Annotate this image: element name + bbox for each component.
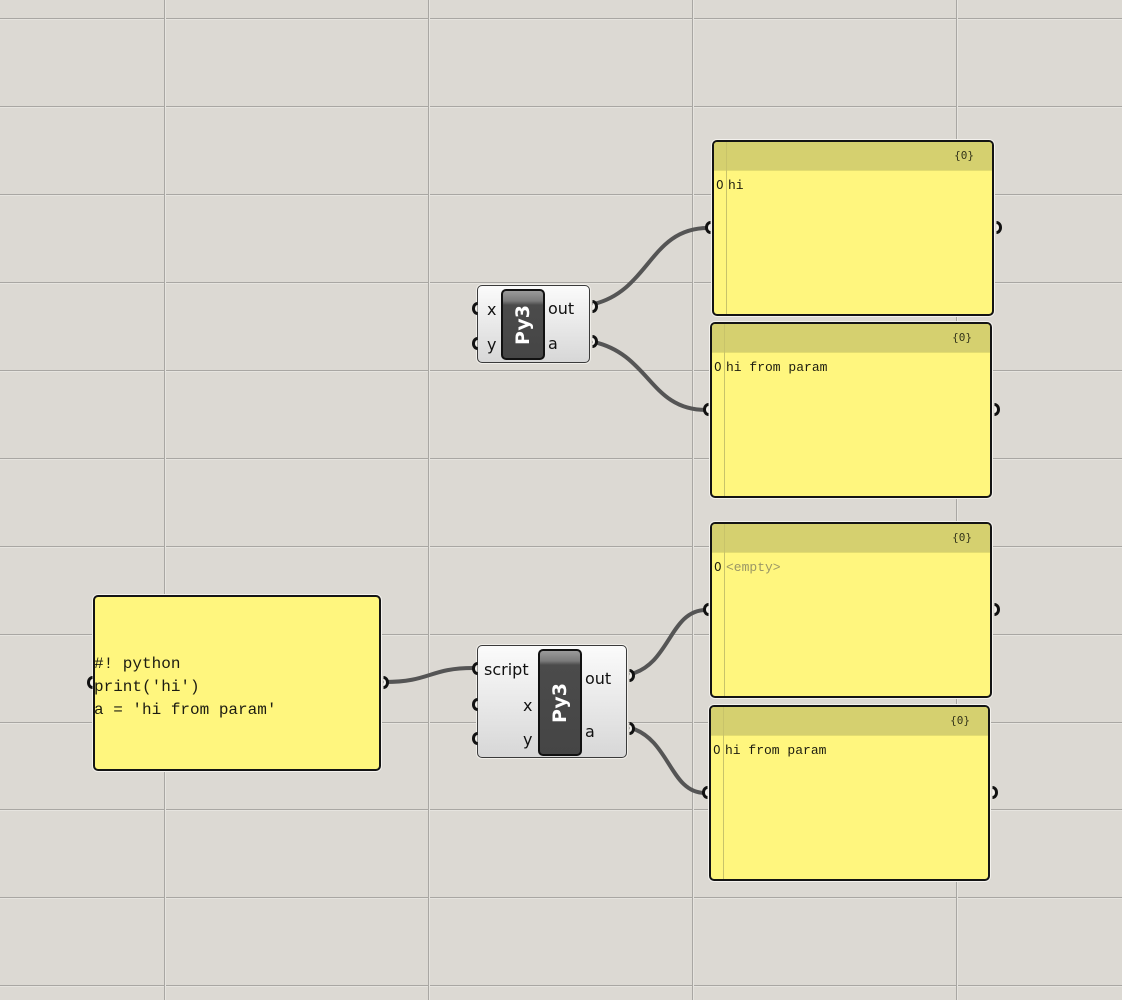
script-text[interactable]: #! python print('hi') a = 'hi from param' xyxy=(94,653,277,722)
wire-bottom-out-to-panel-3[interactable] xyxy=(629,608,708,676)
panel-4-input-grip[interactable] xyxy=(702,786,708,799)
output-panel-4[interactable]: {0} 0 hi from param xyxy=(709,705,990,881)
grid-line xyxy=(0,546,1122,547)
panel-2-input-grip[interactable] xyxy=(703,403,709,416)
panel-1-input-grip[interactable] xyxy=(705,221,711,234)
grid-line xyxy=(0,985,1122,986)
panel-item-value: hi from param xyxy=(725,743,827,758)
input-x-label[interactable]: x xyxy=(523,696,533,715)
grid-line xyxy=(428,0,429,1000)
panel-branch-path: {0} xyxy=(952,331,972,344)
panel-header: {0} xyxy=(714,142,992,171)
py3-component-bottom[interactable]: script x y Py3 out a xyxy=(477,645,627,758)
output-grip-out[interactable] xyxy=(592,300,598,313)
input-grip-x[interactable] xyxy=(472,302,478,315)
output-out-label[interactable]: out xyxy=(548,299,575,318)
panel-3-input-grip[interactable] xyxy=(703,603,709,616)
panel-2-output-grip[interactable] xyxy=(994,403,1000,416)
panel-index-divider xyxy=(724,524,725,696)
script-line: a = 'hi from param' xyxy=(94,701,277,719)
py3-label: Py3 xyxy=(512,304,534,345)
output-a-label[interactable]: a xyxy=(585,722,595,741)
panel-branch-path: {0} xyxy=(954,149,974,162)
input-y-label[interactable]: y xyxy=(523,730,533,749)
wire-script-panel-to-script-input[interactable] xyxy=(383,666,475,684)
input-x-label[interactable]: x xyxy=(487,300,497,319)
panel-item-index: 0 xyxy=(716,178,724,192)
output-grip-a[interactable] xyxy=(629,722,635,735)
panel-header: {0} xyxy=(712,524,990,553)
panel-item-value: <empty> xyxy=(726,560,781,575)
wire-top-a-to-panel-2[interactable] xyxy=(592,340,708,412)
grid-line xyxy=(0,282,1122,283)
panel-index-divider xyxy=(723,707,724,879)
grid-line xyxy=(164,0,165,1000)
input-grip-script[interactable] xyxy=(472,662,478,675)
panel-item-index: 0 xyxy=(714,360,722,374)
output-panel-1[interactable]: {0} 0 hi xyxy=(712,140,994,316)
py3-nickname-block[interactable]: Py3 xyxy=(538,649,582,756)
panel-item-index: 0 xyxy=(713,743,721,757)
script-panel-input-grip[interactable] xyxy=(87,676,93,689)
panel-1-output-grip[interactable] xyxy=(996,221,1002,234)
script-line: print('hi') xyxy=(94,678,200,696)
output-out-label[interactable]: out xyxy=(585,669,612,688)
grid-line xyxy=(956,0,957,1000)
output-grip-a[interactable] xyxy=(592,335,598,348)
script-panel[interactable]: #! python print('hi') a = 'hi from param' xyxy=(93,595,381,771)
panel-4-output-grip[interactable] xyxy=(992,786,998,799)
grid-line xyxy=(0,809,1122,810)
wire-bottom-a-to-panel-4[interactable] xyxy=(629,726,707,795)
grid-line xyxy=(0,18,1122,19)
panel-index-divider xyxy=(724,324,725,496)
panel-header: {0} xyxy=(711,707,988,736)
wire-top-out-to-panel-1[interactable] xyxy=(592,226,710,306)
input-script-label[interactable]: script xyxy=(484,660,529,679)
script-line: #! python xyxy=(94,655,181,673)
grid-line xyxy=(0,370,1122,371)
output-a-label[interactable]: a xyxy=(548,334,558,353)
input-grip-x[interactable] xyxy=(472,698,478,711)
panel-branch-path: {0} xyxy=(952,531,972,544)
script-panel-output-grip[interactable] xyxy=(383,676,389,689)
py3-nickname-block[interactable]: Py3 xyxy=(501,289,545,360)
panel-item: 0 <empty> xyxy=(714,560,781,575)
panel-item: 0 hi from param xyxy=(714,360,827,375)
output-grip-out[interactable] xyxy=(629,669,635,682)
py3-label: Py3 xyxy=(549,682,571,723)
input-grip-y[interactable] xyxy=(472,337,478,350)
panel-index-divider xyxy=(726,142,727,314)
output-panel-3[interactable]: {0} 0 <empty> xyxy=(710,522,992,698)
panel-item: 0 hi xyxy=(716,178,744,193)
panel-header: {0} xyxy=(712,324,990,353)
grid-line xyxy=(0,194,1122,195)
panel-3-output-grip[interactable] xyxy=(994,603,1000,616)
panel-branch-path: {0} xyxy=(950,714,970,727)
panel-item-value: hi from param xyxy=(726,360,828,375)
panel-item-index: 0 xyxy=(714,560,722,574)
grid-line xyxy=(692,0,693,1000)
input-grip-y[interactable] xyxy=(472,732,478,745)
panel-item-value: hi xyxy=(728,178,744,193)
grid-line xyxy=(0,458,1122,459)
input-y-label[interactable]: y xyxy=(487,335,497,354)
grid-line xyxy=(0,897,1122,898)
grid-line xyxy=(0,106,1122,107)
py3-component-top[interactable]: x y Py3 out a xyxy=(477,285,590,363)
panel-item: 0 hi from param xyxy=(713,743,826,758)
output-panel-2[interactable]: {0} 0 hi from param xyxy=(710,322,992,498)
grid-line xyxy=(0,634,1122,635)
